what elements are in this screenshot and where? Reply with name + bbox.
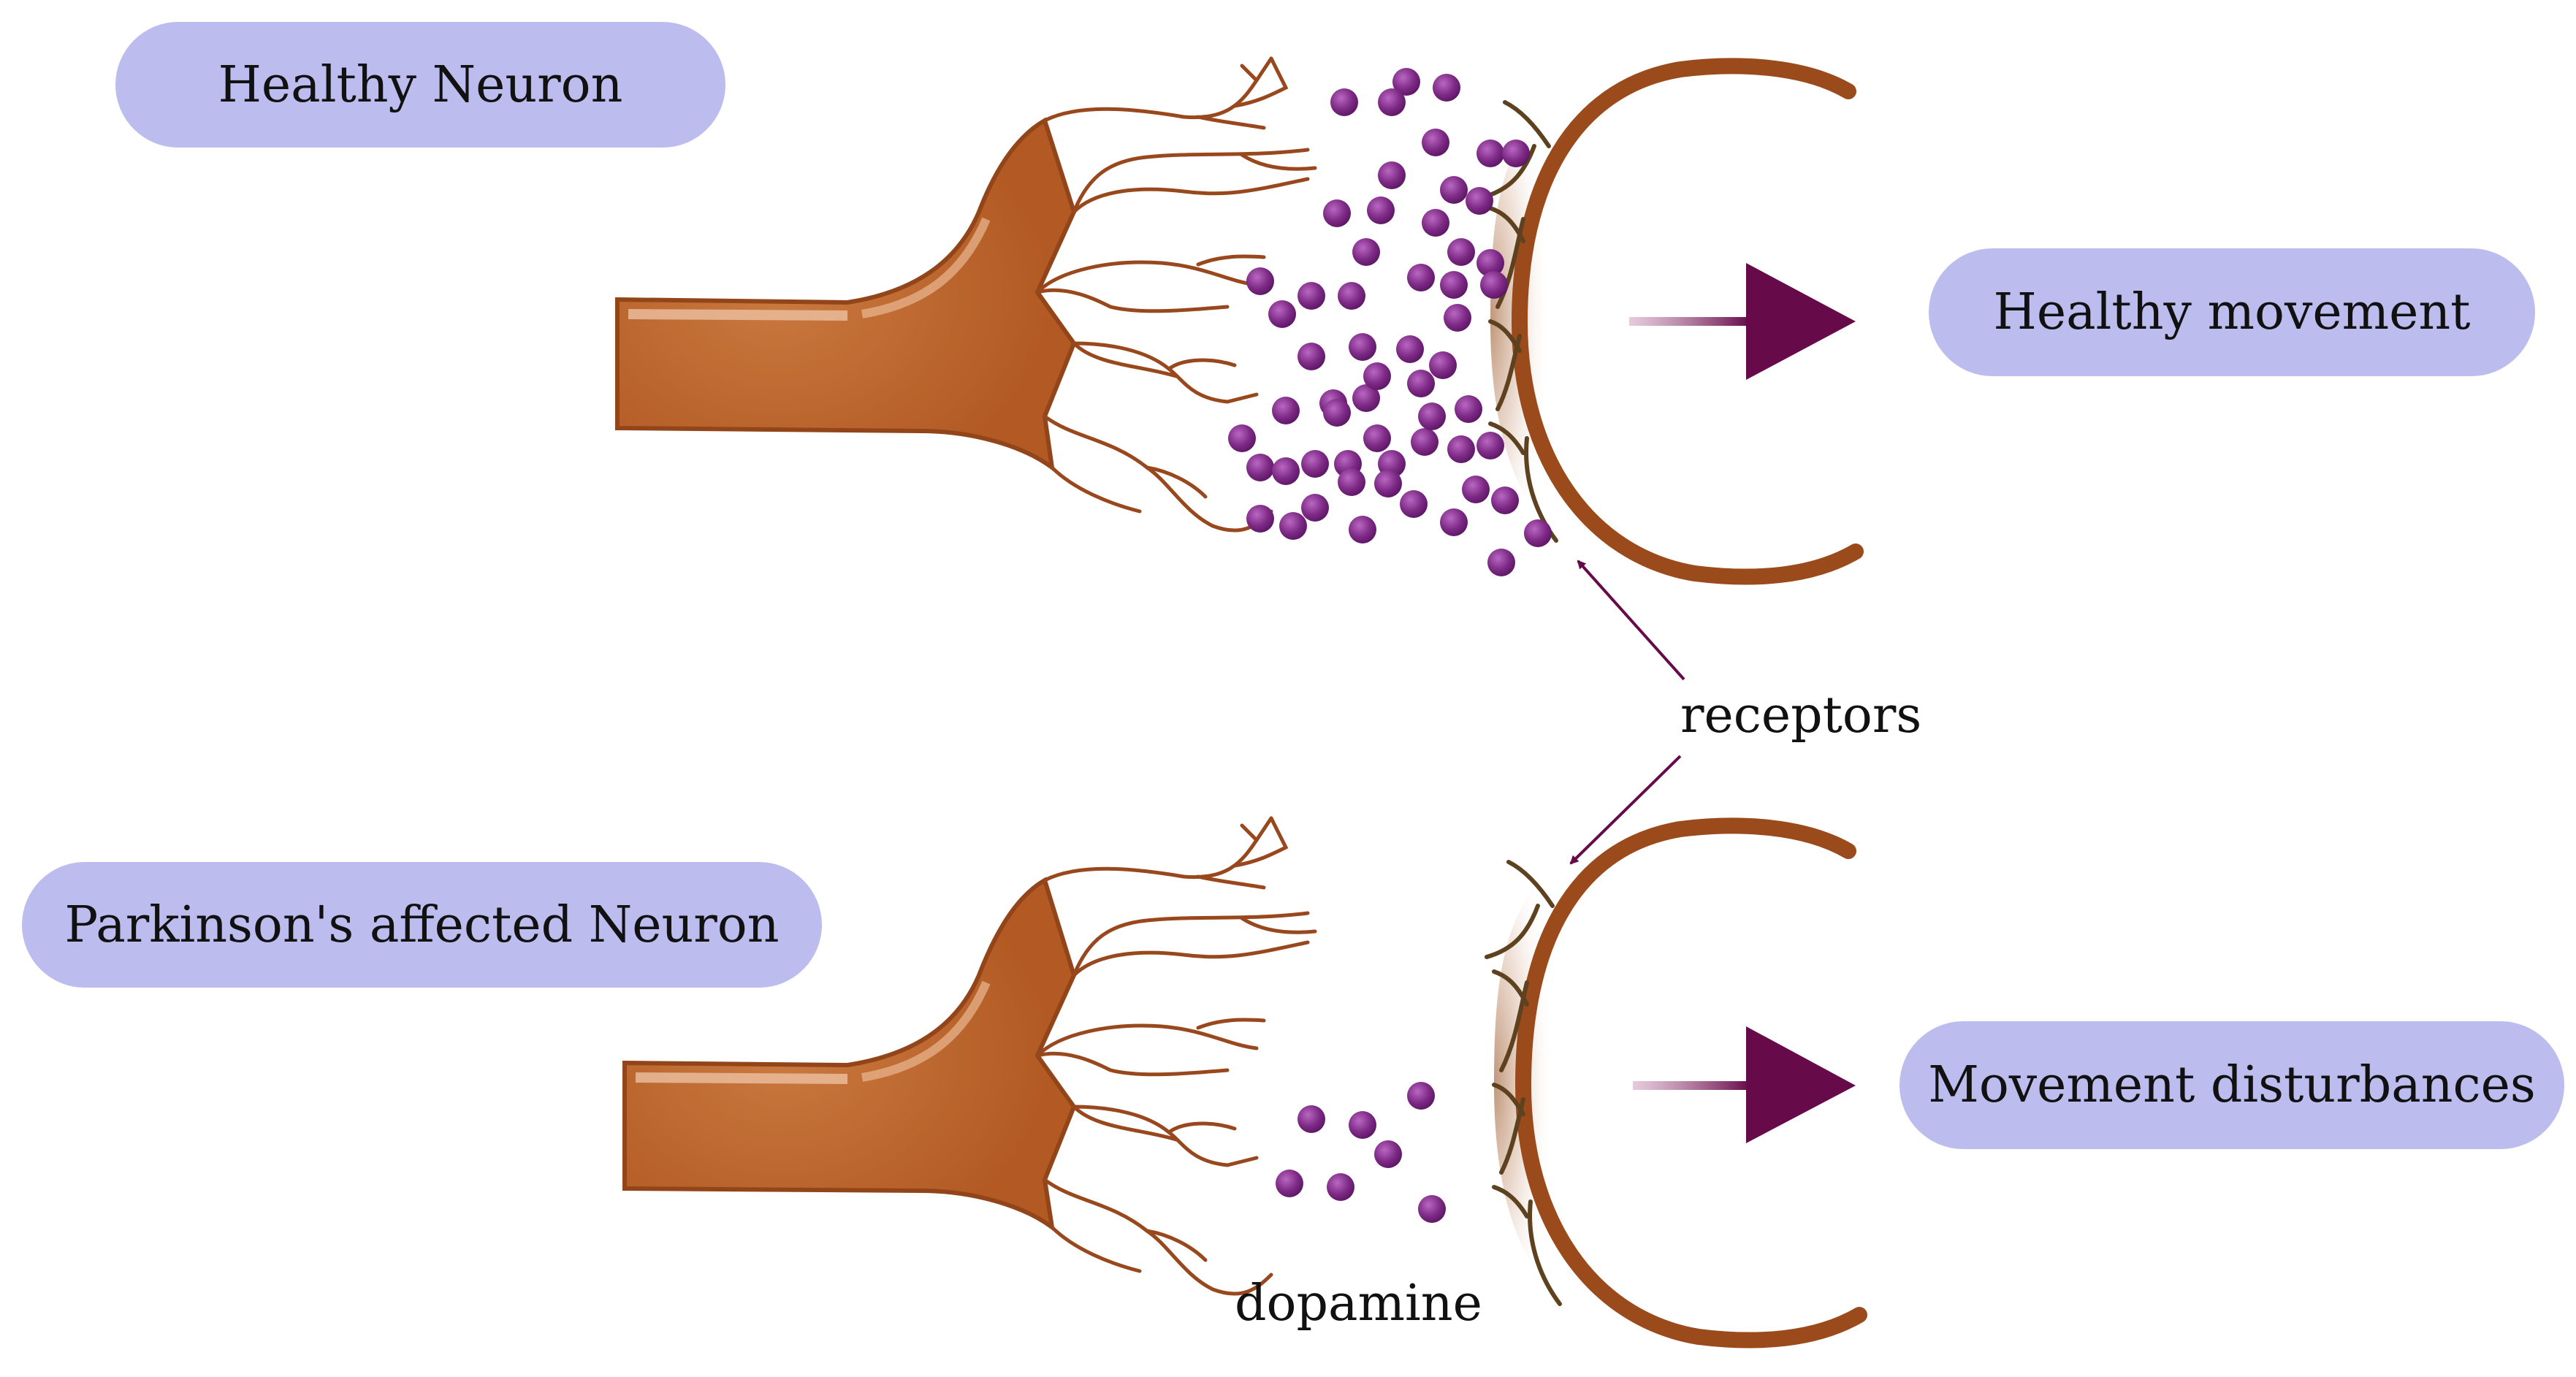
healthy-dopamine-dot [1363,362,1391,390]
parkinsons-dopamine-dot [1297,1105,1325,1133]
healthy-dopamine-dot [1400,490,1428,518]
healthy-dopamine-dot [1487,549,1515,576]
parkinsons-neuron-label: Parkinson's affected Neuron [22,862,822,988]
healthy-axon [615,117,1077,473]
healthy-dopamine-dot [1440,508,1468,536]
healthy-dopamine-dot [1272,397,1300,424]
healthy-dopamine-dot [1491,487,1519,514]
movement-disturbances-arrow [1633,1026,1856,1143]
parkinsons-dopamine-dot [1407,1082,1435,1110]
healthy-dopamine-dot [1455,395,1482,423]
receptors-pointer-top [1577,560,1685,681]
healthy-dendrites [1035,56,1317,533]
healthy-dopamine-dot [1447,435,1475,463]
healthy-dopamine-dot [1429,351,1457,379]
healthy-dopamine-dot [1367,197,1395,224]
healthy-dopamine-dot [1396,335,1424,363]
healthy-postsynaptic-membrane [1481,58,1864,585]
parkinsons-neuron-text: Parkinson's affected Neuron [64,896,780,954]
healthy-dopamine-dot [1476,432,1504,459]
healthy-dopamine-dot [1444,304,1471,332]
healthy-presynaptic-neuron [615,56,1317,533]
healthy-dopamine-dot [1476,249,1504,277]
healthy-movement-text: Healthy movement [1993,283,2471,341]
healthy-dopamine-dot [1422,209,1449,237]
parkinsons-membrane-arc [1514,817,1867,1349]
healthy-dopamine-dot [1338,468,1365,496]
healthy-dopamine-dot [1433,74,1460,102]
healthy-dopamine-dot [1246,267,1274,295]
healthy-dopamine-dot [1440,176,1468,204]
healthy-neuron-label: Healthy Neuron [115,22,725,148]
healthy-dopamine-dot [1349,516,1376,543]
healthy-dopamine-dot [1407,370,1435,397]
receptors-label: receptors [1680,687,1922,744]
healthy-dopamine-dot [1502,140,1530,167]
healthy-dopamine-dot [1228,424,1256,452]
receptors-pointer-arrows [1569,560,1685,865]
healthy-dopamine-dot [1466,187,1493,215]
movement-disturbances-text: Movement disturbances [1928,1056,2536,1114]
parkinsons-dendrites [1035,816,1317,1296]
healthy-neuron-text: Healthy Neuron [218,56,623,114]
healthy-dopamine-dot [1323,399,1351,427]
healthy-dopamine-dot [1480,271,1508,299]
healthy-dopamine-dot [1301,450,1329,478]
healthy-dopamine-dot [1246,454,1274,481]
healthy-dopamine-dot [1330,88,1358,116]
healthy-dopamine-dot [1246,505,1274,533]
healthy-dopamine-dot [1297,282,1325,310]
parkinsons-dopamine-dot [1276,1170,1303,1197]
healthy-dopamine-dot [1476,140,1504,167]
parkinsons-dopamine-dot [1374,1140,1402,1168]
healthy-dopamine-dot [1447,238,1475,266]
healthy-dopamine-dot [1411,428,1438,456]
parkinsons-axon [622,877,1077,1232]
healthy-dopamine-dot [1297,343,1325,370]
healthy-dopamine-dot [1349,333,1376,361]
healthy-membrane-arc [1511,58,1864,585]
healthy-dopamine-dot [1374,470,1402,497]
healthy-dopamine-dot [1418,403,1446,430]
parkinsons-dopamine-dot [1418,1195,1446,1223]
healthy-dopamine-dot [1272,457,1300,485]
healthy-dopamine-dot [1301,494,1329,522]
dopamine-label: dopamine [1235,1275,1482,1332]
healthy-dopamine-dot [1378,88,1406,116]
healthy-dopamine-dot [1363,424,1391,452]
healthy-dopamine-dot [1422,129,1449,156]
healthy-dopamine-dot [1392,68,1420,96]
healthy-dopamine-particles [1228,68,1552,576]
movement-disturbances-label: Movement disturbances [1899,1021,2564,1149]
healthy-dopamine-dot [1352,238,1380,266]
parkinsons-postsynaptic-membrane [1485,817,1867,1349]
parkinsons-dopamine-dot [1349,1111,1376,1139]
healthy-dopamine-dot [1268,300,1296,328]
healthy-dopamine-dot [1440,271,1468,299]
healthy-movement-arrow [1629,263,1856,380]
parkinsons-receptors [1485,860,1562,1306]
healthy-dopamine-dot [1323,199,1351,227]
parkinsons-dopamine-dot [1327,1173,1354,1201]
healthy-movement-label: Healthy movement [1929,248,2535,376]
receptors-pointer-bottom [1569,755,1682,865]
healthy-dopamine-dot [1279,512,1307,540]
healthy-dopamine-dot [1407,264,1435,291]
parkinsons-presynaptic-neuron [622,816,1317,1296]
parkinsons-dopamine-particles [1276,1082,1446,1223]
healthy-dopamine-dot [1462,476,1490,503]
healthy-dopamine-dot [1524,519,1552,547]
healthy-dopamine-dot [1352,384,1380,412]
healthy-dopamine-dot [1338,282,1365,310]
healthy-dopamine-dot [1378,161,1406,189]
